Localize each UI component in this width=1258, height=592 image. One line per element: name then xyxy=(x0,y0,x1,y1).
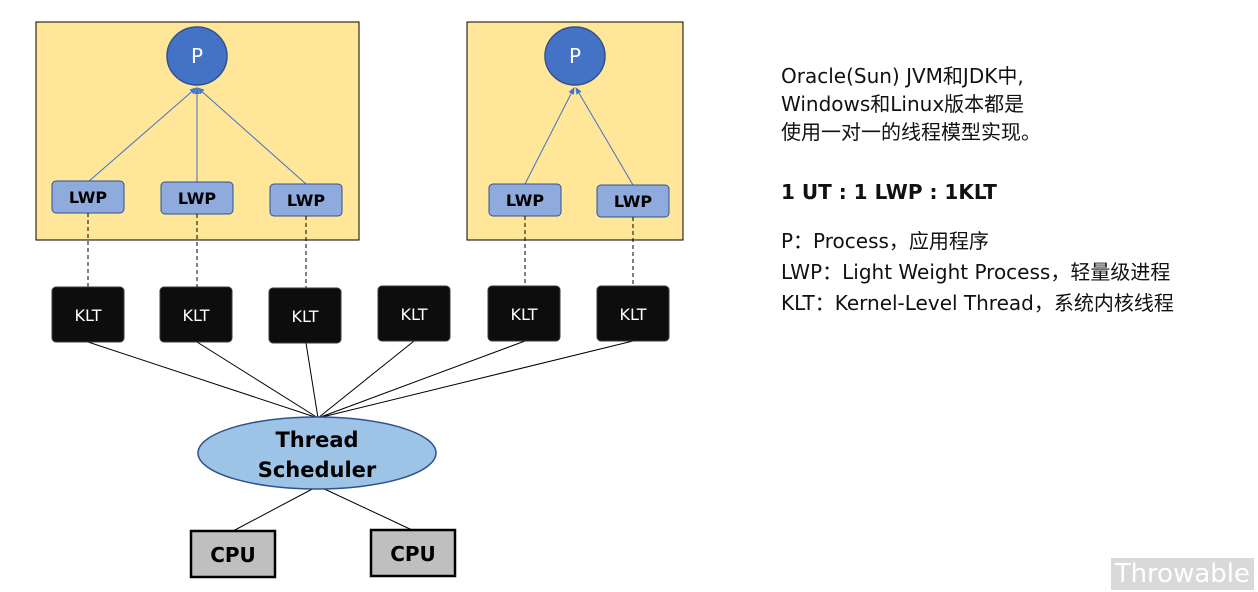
klt-scheduler-link xyxy=(317,340,526,419)
process-label: P xyxy=(569,44,581,68)
lwp-label: LWP xyxy=(287,191,326,210)
legend-item-lwp: LWP：Light Weight Process，轻量级进程 xyxy=(781,260,1171,284)
description-line: Windows和Linux版本都是 xyxy=(781,92,1025,116)
process-node xyxy=(544,26,606,86)
lwp-label: LWP xyxy=(178,189,217,208)
klt-node xyxy=(596,285,670,342)
ratio-text: 1 UT : 1 LWP : 1KLT xyxy=(781,180,997,204)
lwp-klt-links xyxy=(87,213,634,288)
klt-row: KLT KLT KLT KLT KLT KLT xyxy=(51,285,670,344)
klt-scheduler-link xyxy=(317,340,634,419)
cpu-node xyxy=(189,529,277,579)
klt-node xyxy=(51,286,125,343)
lwp-to-process-link xyxy=(87,87,197,183)
klt-node xyxy=(159,286,233,343)
process-group-2: P LWP LWP xyxy=(466,21,684,241)
thread-scheduler: Thread Scheduler xyxy=(197,416,437,490)
process-node xyxy=(166,26,228,86)
cpu-row: CPU CPU xyxy=(189,528,457,579)
klt-label: KLT xyxy=(183,306,210,325)
process-label: P xyxy=(191,44,203,68)
legend-item-process: P：Process，应用程序 xyxy=(781,229,989,253)
lwp-to-process-link xyxy=(197,87,307,185)
klt-node xyxy=(268,287,342,344)
klt-scheduler-link xyxy=(196,341,319,419)
watermark: Throwable xyxy=(1110,558,1254,590)
scheduler-node xyxy=(197,416,437,490)
lwp-label: LWP xyxy=(506,191,545,210)
process-group-1: P LWP LWP LWP xyxy=(35,21,360,241)
klt-label: KLT xyxy=(292,307,319,326)
cpu-label: CPU xyxy=(390,542,436,566)
scheduler-label-line2: Scheduler xyxy=(258,458,377,482)
klt-scheduler-link xyxy=(305,342,319,419)
cpu-node xyxy=(369,528,457,578)
klt-scheduler-link xyxy=(87,341,319,419)
klt-scheduler-links xyxy=(87,340,634,419)
scheduler-cpu-link xyxy=(232,485,319,532)
klt-label: KLT xyxy=(511,305,538,324)
description-line: Oracle(Sun) JVM和JDK中, xyxy=(781,64,1024,88)
scheduler-label-line1: Thread xyxy=(275,428,358,452)
klt-scheduler-link xyxy=(317,340,415,419)
klt-label: KLT xyxy=(75,306,102,325)
klt-node xyxy=(487,285,561,342)
lwp-to-process-link xyxy=(575,87,634,186)
legend-item-klt: KLT：Kernel-Level Thread，系统内核线程 xyxy=(781,291,1174,315)
scheduler-cpu-link xyxy=(317,485,413,531)
notes-panel: Oracle(Sun) JVM和JDK中, Windows和Linux版本都是 … xyxy=(781,62,1256,319)
cpu-label: CPU xyxy=(210,543,256,567)
legend: P：Process，应用程序 LWP：Light Weight Process，… xyxy=(781,226,1256,319)
lwp-to-process-link xyxy=(524,87,575,185)
klt-label: KLT xyxy=(401,305,428,324)
description-line: 使用一对一的线程模型实现。 xyxy=(781,120,1041,144)
klt-label: KLT xyxy=(620,305,647,324)
klt-node xyxy=(377,285,451,342)
lwp-label: LWP xyxy=(69,188,108,207)
lwp-label: LWP xyxy=(614,192,653,211)
